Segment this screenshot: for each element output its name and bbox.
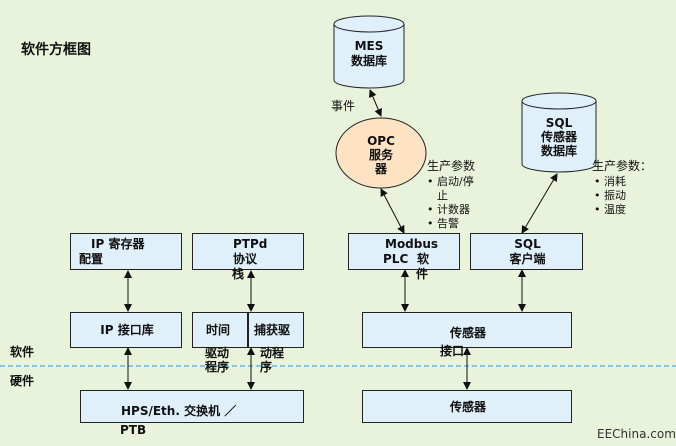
mes-line1: MES (354, 39, 384, 53)
hps-switch-box: HPS/Eth. 交换机 ／ (80, 390, 304, 423)
opc-param-item: • 告警 (427, 217, 459, 230)
opc-params-heading: 生产参数 (427, 159, 476, 173)
sql-db-line3: 数据库 (540, 144, 577, 158)
ip-interface-box: IP 接口库 (70, 312, 182, 348)
sql-database-cylinder (521, 92, 597, 173)
time-driver-line1: 时间 (206, 323, 231, 337)
opc-server-ellipse (335, 117, 427, 189)
sql-db-line2: 传感器 (540, 130, 577, 144)
modbus-box: Modbus PLC 软 (348, 233, 460, 270)
sensor-interface-box: 传感器 (362, 312, 572, 348)
time-driver-line3: 程序 (205, 360, 230, 374)
hps-line1: HPS/Eth. 交换机 ／ (121, 404, 237, 418)
ip-register-line1: IP 寄存器 (91, 237, 145, 251)
modbus-line2b: 软 (417, 252, 430, 266)
time-driver-line2: 驱动 (205, 346, 230, 360)
sensor-hardware-box: 传感器 (362, 390, 572, 423)
opc-param-item: • 计数器 (427, 203, 470, 216)
arrow-mes-opc (369, 89, 382, 117)
watermark: EEChina.com (597, 427, 676, 441)
modbus-line3: 件 (416, 267, 429, 281)
diagram-title: 软件方框图 (21, 42, 91, 58)
ptpd-line2: 协议 (233, 252, 258, 266)
ptpd-line3: 栈 (232, 267, 245, 281)
sql-param-item: • 振动 (594, 189, 626, 202)
mes-line2: 数据库 (350, 54, 387, 68)
ptpd-box: PTPd 协议 (192, 233, 304, 270)
sql-params-heading: 生产参数： (592, 159, 653, 173)
hardware-label: 硬件 (10, 374, 35, 388)
sensor-interface-line2: 接口 (440, 344, 465, 358)
sensor-hardware-label: 传感器 (449, 400, 486, 414)
mes-database-cylinder (333, 15, 405, 89)
modbus-line1: Modbus (385, 237, 439, 251)
ip-register-line2: 配置 (79, 252, 104, 266)
modbus-line2a: PLC (383, 252, 409, 266)
sql-db-line1: SQL (545, 116, 573, 130)
sql-client-box: SQL 客户端 (470, 233, 583, 270)
sensor-interface-line1: 传感器 (449, 326, 486, 340)
capture-driver-line3: 序 (260, 360, 273, 374)
opc-param-item: 止 (437, 189, 448, 202)
capture-driver-line2: 动程 (260, 346, 285, 360)
software-label: 软件 (10, 345, 35, 359)
sql-param-item: • 消耗 (594, 175, 626, 188)
capture-driver-line1: 捕获驱 (254, 323, 291, 337)
opc-line2: 服务 (368, 148, 393, 162)
sql-param-item: • 温度 (594, 203, 626, 216)
capture-driver-box: 捕获驱 (248, 312, 304, 348)
sql-client-line1: SQL (514, 237, 541, 251)
opc-line1: OPC (367, 134, 395, 148)
events-label: 事件 (331, 99, 356, 113)
arrow-sql-db-client (521, 173, 558, 234)
time-driver-box: 时间 (192, 312, 248, 348)
ip-interface-label: IP 接口库 (100, 323, 154, 337)
ip-register-box: IP 寄存器 配置 (70, 233, 182, 270)
ptpd-line1: PTPd (233, 237, 268, 251)
hps-line2: PTB (120, 423, 147, 437)
arrow-opc-modbus (380, 188, 405, 234)
sql-client-line2: 客户端 (509, 252, 546, 266)
opc-line3: 器 (374, 162, 387, 176)
opc-param-item: • 启动/停 (427, 175, 474, 188)
